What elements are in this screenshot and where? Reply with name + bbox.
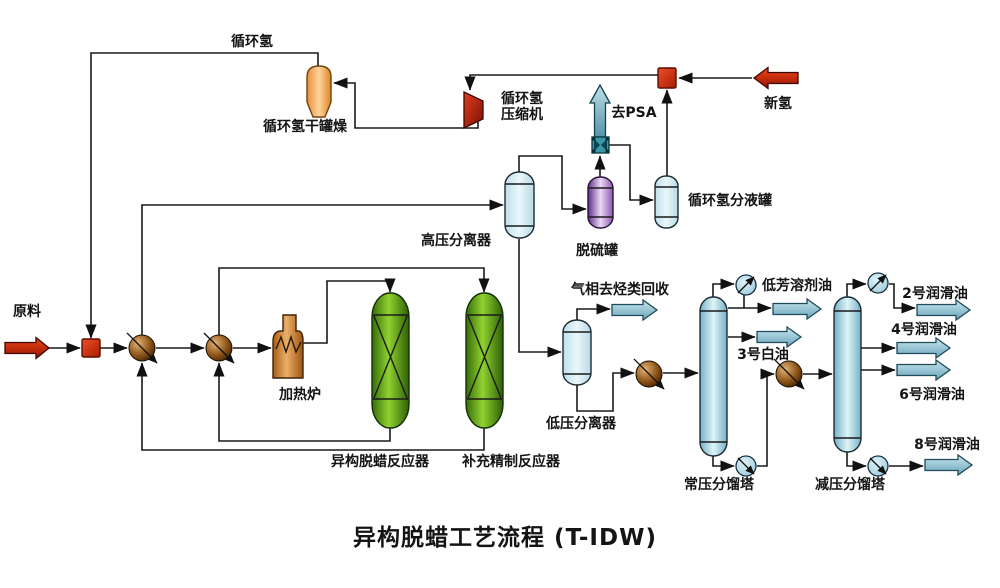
pipe-reactor2-to-hx1 — [136, 362, 485, 451]
label-furnace: 加热炉 — [278, 386, 321, 403]
atm-tower-vessel — [699, 296, 728, 457]
labels: 循环氢 循环氢干罐燥 循环氢 压缩机 去PSA 新氢 循环氢分液罐 高压分离器 … — [13, 33, 980, 551]
gas-recovery-arrow — [611, 298, 659, 322]
refining-reactor-vessel — [465, 292, 504, 429]
feed-mix-point — [81, 338, 101, 358]
atm-bottom-pump — [735, 455, 757, 477]
fresh-h2-arrow — [752, 66, 799, 90]
label-compressor-line2: 压缩机 — [501, 106, 543, 123]
label-lp-separator: 低压分离器 — [545, 415, 617, 432]
label-atm-tower: 常压分馏塔 — [684, 476, 755, 493]
lube8-arrow — [924, 453, 974, 477]
label-recycle-h2-dryer: 循环氢干罐燥 — [263, 118, 348, 135]
vac-bottom-pump — [867, 455, 889, 477]
vac-feed-exchanger — [773, 358, 805, 390]
process-pipes — [49, 52, 924, 472]
label-fresh-h2: 新氢 — [764, 95, 792, 112]
feed-arrow — [4, 336, 51, 360]
recycle-h2-compressor-symbol — [463, 90, 484, 130]
pipe-atm-bottom-to-pump — [712, 456, 735, 472]
h2-mix-point — [657, 67, 677, 89]
label-feed: 原料 — [13, 303, 41, 320]
pipe-compressor-to-dryer — [333, 77, 479, 129]
pipe-hx2-to-reactor2 — [218, 267, 490, 335]
label-vac-tower: 减压分馏塔 — [815, 476, 886, 493]
label-to-psa: 去PSA — [611, 104, 656, 121]
vac-tower-vessel — [833, 296, 862, 453]
pipe-vac-top-to-condenser — [846, 278, 867, 297]
pipe-recycle-to-feed — [85, 52, 319, 339]
lube2-arrow — [916, 298, 972, 322]
atm-feed-exchanger — [633, 358, 665, 390]
pipe-hps-to-lps — [518, 239, 562, 358]
atm-condenser — [735, 274, 757, 296]
vac-condenser — [867, 272, 889, 294]
label-lube4: 4号润滑油 — [891, 321, 957, 338]
label-hp-separator: 高压分离器 — [421, 232, 492, 249]
label-knockout-drum: 循环氢分液罐 — [688, 192, 772, 209]
pipe-atm-top-to-condenser — [712, 278, 735, 297]
lube4-arrow — [896, 336, 952, 360]
label-recycle-h2: 循环氢 — [231, 33, 273, 50]
mix-valve — [591, 136, 610, 154]
pipe-pump1-to-hx4 — [757, 368, 775, 467]
pipe-reactor1-to-hx2 — [213, 362, 391, 442]
feed-effluent-exchanger-1 — [126, 332, 158, 364]
label-refining-reactor: 补充精制反应器 — [461, 453, 561, 470]
label-desulfurizer: 脱硫罐 — [576, 242, 618, 259]
solvent-oil-arrow — [772, 297, 823, 321]
label-lube2: 2号润滑油 — [902, 285, 968, 302]
feed-effluent-exchanger-2 — [203, 332, 235, 364]
pipe-hps-to-desulfurizer — [518, 155, 587, 215]
label-idw-reactor: 异构脱蜡反应器 — [331, 453, 430, 470]
psa-arrow — [588, 83, 612, 138]
desulfurizer-vessel — [587, 176, 614, 229]
idw-reactor-vessel — [371, 292, 410, 429]
white-oil-arrow — [756, 325, 803, 349]
furnace-symbol — [272, 314, 304, 379]
label-compressor-line1: 循环氢 — [501, 90, 543, 107]
diagram-title: 异构脱蜡工艺流程 (T-IDW) — [353, 524, 657, 551]
label-gas-recovery: 气相去烃类回收 — [570, 281, 670, 298]
label-lube8: 8号润滑油 — [914, 436, 980, 453]
pipe-mix-to-compressor — [464, 74, 658, 91]
label-lube6: 6号润滑油 — [899, 386, 965, 403]
recycle-h2-knockout-drum-vessel — [654, 175, 679, 229]
recycle-h2-dryer-vessel — [306, 65, 332, 118]
label-white-oil: 3号白油 — [737, 346, 789, 363]
lp-separator-vessel — [562, 319, 592, 386]
pipe-furnace-to-reactor1 — [303, 278, 396, 344]
pipe-lube2-out — [889, 283, 916, 314]
pipe-lps-to-hx3 — [576, 367, 635, 412]
pipe-lps-gas-out — [576, 303, 611, 320]
pipe-vac-bottom-to-pump — [846, 452, 867, 472]
hp-separator-vessel — [504, 171, 535, 239]
lube6-arrow — [896, 358, 952, 382]
pipe-valve-to-drum — [609, 144, 654, 206]
pipe-hx1-to-hps — [141, 199, 504, 336]
label-solvent-oil: 低芳溶剂油 — [761, 277, 832, 294]
